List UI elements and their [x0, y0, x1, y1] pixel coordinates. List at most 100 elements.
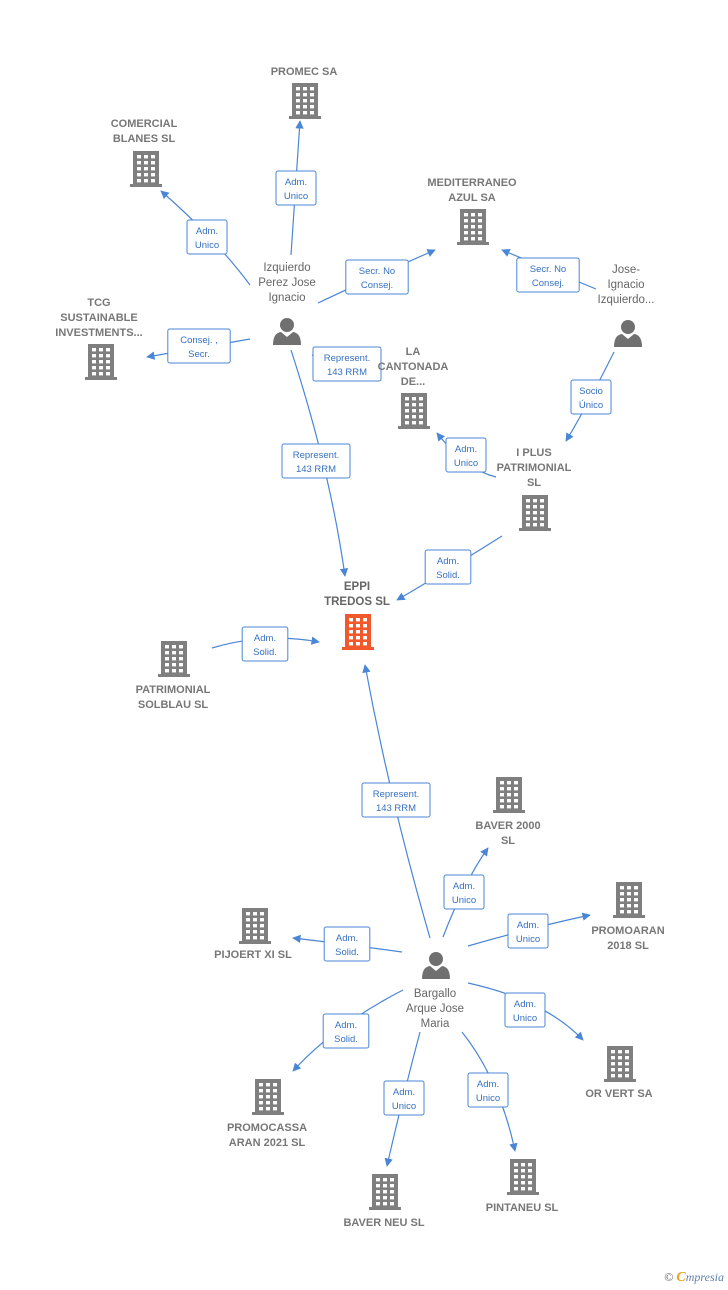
empresia-watermark: © Cmpresia: [664, 1270, 724, 1286]
edge-izquierdo-to-promec: Adm.Unico: [275, 120, 317, 256]
edge-label-box[interactable]: Represent.143 RRM: [312, 346, 382, 382]
edge-bargallo-to-orvert: Adm. Unico: [467, 982, 584, 1041]
building-icon: [493, 777, 525, 813]
edge-label-box[interactable]: Secr. No Consej.: [345, 259, 409, 295]
edge-label-text: Socio: [579, 386, 603, 397]
node-label: PROMEC SA: [271, 66, 338, 78]
node-promec[interactable]: PROMEC SA: [271, 66, 338, 119]
node-label: I PLUS: [516, 447, 551, 459]
node-lacantonada[interactable]: LACANTONADADE...: [378, 346, 449, 429]
edge-label-text: Adm.: [455, 444, 477, 455]
node-label: Izquierdo...: [598, 294, 655, 306]
edge-label-box[interactable]: Adm.Unico: [443, 874, 485, 910]
node-label: Ignacio: [607, 279, 644, 291]
edge-label-box[interactable]: Adm.Unico: [383, 1080, 425, 1116]
edge-label-text: Adm.: [517, 920, 539, 931]
edge-label-text: Consej.: [361, 280, 393, 291]
node-pintaneu[interactable]: PINTANEU SL: [486, 1159, 559, 1214]
node-label: Perez Jose: [258, 277, 316, 289]
brand-initial: C: [676, 1270, 686, 1285]
building-icon: [85, 344, 117, 380]
edge-label-box[interactable]: Adm. Unico: [445, 437, 487, 473]
node-label: Bargallo: [414, 988, 456, 1000]
edge-label-text: Adm.: [335, 1020, 357, 1031]
edge-label-text: Unico: [513, 1013, 537, 1024]
edge-label-text: Adm.: [514, 999, 536, 1010]
edge-label-text: Unico: [454, 458, 478, 469]
edge-label-box[interactable]: Adm.Solid.: [323, 926, 371, 962]
edge-label-box[interactable]: Represent.143 RRM: [361, 782, 431, 818]
edge-label-text: Único: [579, 400, 603, 411]
edge-label-box[interactable]: Adm.Solid.: [241, 626, 289, 662]
edge-solblau-to-eppi: Adm.Solid.: [211, 626, 320, 662]
edge-label-frame: [383, 1080, 425, 1116]
edge-label-text: Consej.: [532, 278, 564, 289]
edge-label-frame: [424, 549, 472, 585]
edge-label-box[interactable]: Consej. ,Secr.: [167, 328, 231, 364]
building-icon: [519, 495, 551, 531]
copyright-symbol: ©: [664, 1270, 674, 1284]
edge-label-text: Adm.: [453, 881, 475, 892]
edge-label-box[interactable]: Adm.Unico: [467, 1072, 509, 1108]
node-orvert[interactable]: OR VERT SA: [585, 1046, 653, 1100]
edge-label-frame: [361, 782, 431, 818]
edge-label-box[interactable]: Adm.Solid.: [322, 1013, 370, 1049]
edge-label-box[interactable]: Adm.Unico: [507, 913, 549, 949]
edge-label-box[interactable]: Adm.Unico: [275, 170, 317, 206]
building-icon: [457, 209, 489, 245]
building-icon: [342, 614, 374, 650]
node-joseignacio[interactable]: Jose-IgnacioIzquierdo...: [598, 264, 655, 347]
node-label: PIJOERT XI SL: [214, 949, 292, 961]
edge-label-box[interactable]: Adm.Unico: [186, 219, 228, 255]
node-label: TCG: [87, 297, 110, 309]
edge-label-text: Adm.: [437, 556, 459, 567]
building-icon: [252, 1079, 284, 1115]
edge-bargallo-to-pijoert: Adm.Solid.: [292, 926, 403, 962]
edge-label-text: Adm.: [254, 633, 276, 644]
edge-label-frame: [241, 626, 289, 662]
building-icon: [289, 83, 321, 119]
edge-label-text: Represent.: [373, 789, 419, 800]
building-icon: [604, 1046, 636, 1082]
person-icon: [422, 952, 450, 979]
building-icon: [158, 641, 190, 677]
node-tcg[interactable]: TCGSUSTAINABLEINVESTMENTS...: [55, 297, 143, 380]
node-label: ARAN 2021 SL: [229, 1137, 306, 1149]
edge-label-text: 143 RRM: [296, 464, 336, 475]
edge-label-box[interactable]: Adm.Solid.: [424, 549, 472, 585]
node-label: DE...: [401, 376, 425, 388]
edge-label-text: Adm.: [393, 1087, 415, 1098]
edge-label-box[interactable]: Adm. Unico: [504, 992, 546, 1028]
edge-izquierdo-to-comercial: Adm.Unico: [160, 190, 251, 286]
node-label: PATRIMONIAL: [497, 462, 572, 474]
edge-label-text: Secr. No: [359, 266, 395, 277]
edge-izquierdo-to-tcg: Consej. ,Secr.: [146, 328, 251, 364]
node-label: SL: [501, 835, 515, 847]
edge-label-box[interactable]: Represent.143 RRM: [281, 443, 351, 479]
node-baverneu[interactable]: BAVER NEU SL: [343, 1174, 425, 1229]
node-label: Arque Jose: [406, 1003, 464, 1015]
person-icon: [614, 320, 642, 347]
node-label: BLANES SL: [113, 133, 176, 145]
edge-label-frame: [516, 257, 580, 293]
node-label: TREDOS SL: [324, 596, 390, 608]
edge-label-text: Unico: [284, 191, 308, 202]
node-pijoert[interactable]: PIJOERT XI SL: [214, 908, 292, 961]
edge-label-frame: [275, 170, 317, 206]
edge-label-frame: [186, 219, 228, 255]
edge-label-frame: [323, 926, 371, 962]
